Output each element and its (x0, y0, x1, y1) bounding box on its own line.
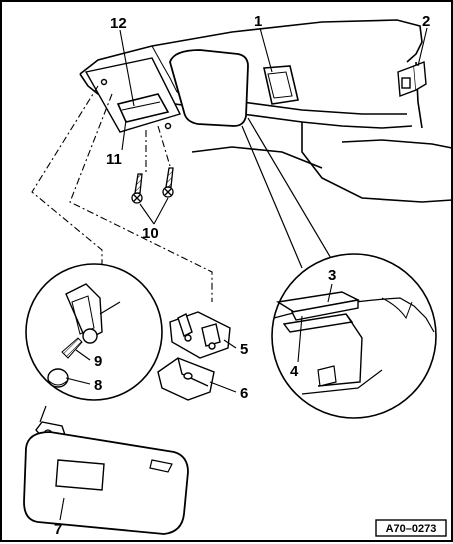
vanity-mirror (55, 459, 105, 491)
callout-12: 12 (110, 15, 127, 32)
callout-4: 4 (290, 363, 299, 380)
callout-9: 9 (94, 353, 102, 370)
callout-3: 3 (328, 267, 336, 284)
visor-bracket (169, 311, 231, 359)
callout-leaders (59, 27, 428, 521)
sun-visor (23, 405, 189, 535)
callout-labels: 1 2 3 4 5 6 7 8 9 10 11 12 (54, 13, 430, 538)
dome-light (263, 65, 299, 105)
callout-8: 8 (94, 377, 102, 394)
detail-leader-lines (241, 117, 333, 269)
callout-10: 10 (142, 225, 159, 242)
callout-7: 7 (54, 521, 62, 538)
sunroof-panel (169, 49, 249, 127)
detail-view-pivot (25, 263, 163, 401)
callout-5: 5 (240, 341, 248, 358)
figure-reference-label: A70–0273 (386, 523, 437, 535)
callout-6: 6 (240, 385, 248, 402)
screw-left (131, 173, 143, 204)
retaining-clip (397, 61, 427, 97)
detail-view-clip (271, 253, 437, 419)
screw-right (162, 167, 174, 198)
bracket-cover (157, 357, 215, 401)
callout-1: 1 (254, 13, 262, 30)
visor-mounting-bracket (84, 57, 181, 133)
figure-reference: A70–0273 (375, 519, 447, 537)
callout-2: 2 (422, 13, 430, 30)
callout-11: 11 (106, 151, 122, 168)
